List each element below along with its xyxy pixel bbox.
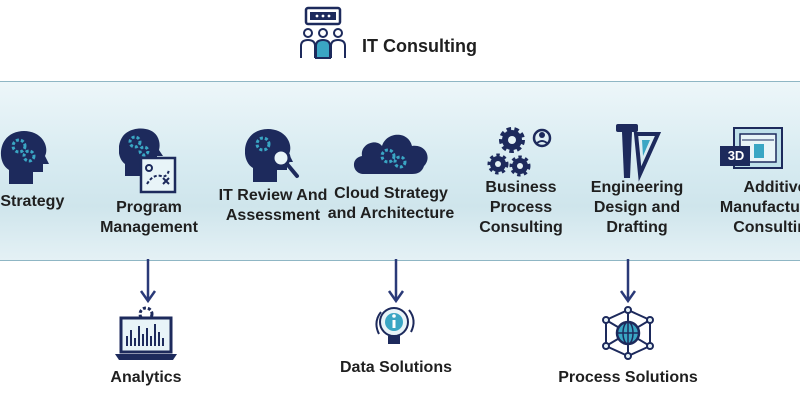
printer-3d-icon: 3D: [720, 126, 786, 182]
cloud-gears-icon: [353, 134, 428, 174]
output-label: Analytics: [110, 369, 182, 386]
down-arrow: [139, 259, 157, 304]
service-label: Program Management: [100, 199, 198, 236]
service-label: Additive Manufacturing Consulting: [719, 179, 800, 236]
head-strategy-board-icon: [119, 128, 177, 194]
service-label: Cloud Strategy and Architecture: [327, 185, 455, 222]
output-label: Data Solutions: [339, 359, 452, 376]
network-globe-icon: [602, 306, 654, 360]
head-magnifier-icon: [245, 129, 299, 182]
service-engineering-design: Engineering Design and Drafting: [572, 82, 702, 260]
gears-person-icon: [487, 127, 552, 177]
services-band: IT Strategy Program Management IT Review…: [0, 81, 800, 261]
service-label: Business Process Consulting: [479, 179, 563, 236]
analytics-monitor-icon: [115, 306, 177, 360]
service-label: Engineering Design and Drafting: [590, 179, 684, 236]
service-it-strategy: IT Strategy: [0, 82, 88, 260]
down-arrow: [619, 259, 637, 304]
output-process-solutions: Process Solutions: [558, 306, 698, 416]
diagram-header: IT Consulting: [300, 6, 477, 62]
service-label: IT Strategy: [0, 193, 65, 210]
service-label: IT Review And Assessment: [218, 187, 328, 224]
drafting-tools-icon: [616, 124, 662, 182]
consulting-team-icon: [300, 6, 346, 59]
head-gears-icon: [0, 131, 49, 184]
info-bulb-icon: [375, 307, 415, 344]
service-cloud-strategy: Cloud Strategy and Architecture: [326, 82, 456, 260]
service-it-review: IT Review And Assessment: [208, 82, 338, 260]
service-program-management: Program Management: [84, 82, 214, 260]
service-business-process: Business Process Consulting: [456, 82, 586, 260]
output-data-solutions: Data Solutions: [326, 306, 466, 406]
page-title: IT Consulting: [362, 35, 477, 56]
output-label: Process Solutions: [558, 369, 698, 386]
service-additive-manufacturing: 3D Additive Manufacturing Consulting: [700, 82, 800, 260]
output-analytics: Analytics: [76, 306, 216, 406]
down-arrow: [387, 259, 405, 304]
badge-3d: 3D: [727, 148, 745, 163]
